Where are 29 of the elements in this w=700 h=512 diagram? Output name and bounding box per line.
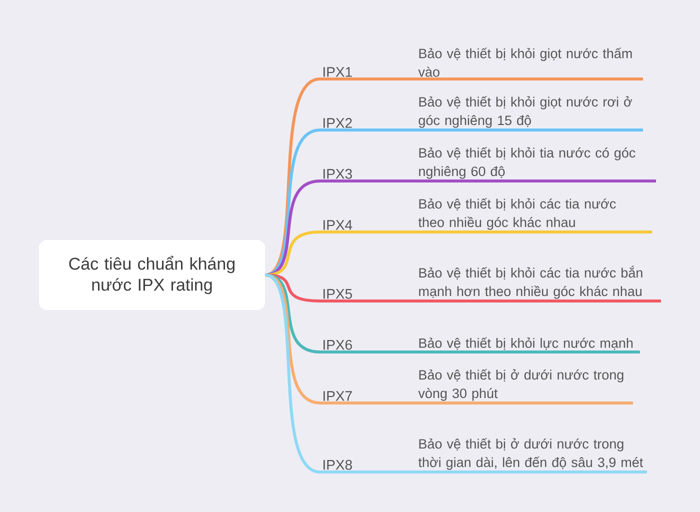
branch-curve	[264, 128, 320, 276]
branch-line	[320, 78, 643, 80]
branch-line	[320, 180, 656, 182]
branch-line	[320, 128, 643, 132]
topic-box: Các tiêu chuẩn kháng nước IPX rating	[39, 240, 265, 310]
branch-line	[320, 402, 633, 404]
branch-line	[320, 300, 661, 302]
description-text: Bảo vệ thiết bị khỏi các tia nước bắn mạnh hơn theo nhiều góc khác nhau	[419, 266, 642, 299]
branch-label: IPX5	[324, 289, 352, 299]
branch-label: IPX2	[324, 118, 352, 128]
description-text: Bảo vệ thiết bị ở dưới nước trong thời gian dài, lên đến độ sâu 3,9 mét	[418, 438, 644, 470]
branch-label: IPX7	[324, 391, 352, 401]
description-text: Bảo vệ thiết bị khỏi các tia nước theo nhiều góc khác nhau	[418, 198, 616, 230]
branch-line	[320, 230, 652, 234]
branch-label: IPX3	[324, 168, 352, 179]
description-text: Bảo vệ thiết bị khỏi giọt nước rơi ở góc nghiêng 15 độ	[418, 96, 632, 128]
branch-curve	[264, 274, 320, 404]
description-text: Bảo vệ thiết bị khỏi giọt nước thấm vào	[418, 48, 632, 77]
branch-line	[320, 470, 647, 474]
branch-line	[320, 350, 640, 354]
branch-label: IPX1	[324, 67, 352, 77]
branch-curve	[264, 78, 321, 276]
description-text: Bảo vệ thiết bị ở dưới nước trong vòng 30 phút	[418, 369, 624, 401]
description-text: Bảo vệ thiết bị khỏi lực nước mạnh	[419, 337, 633, 350]
description-text: Bảo vệ thiết bị khỏi tia nước có góc nghiêng 60 độ	[419, 147, 636, 179]
branch-curve	[264, 274, 320, 474]
branch-label: IPX6	[324, 340, 352, 350]
branch-label: IPX8	[324, 460, 352, 470]
branch-label: IPX4	[324, 220, 352, 230]
